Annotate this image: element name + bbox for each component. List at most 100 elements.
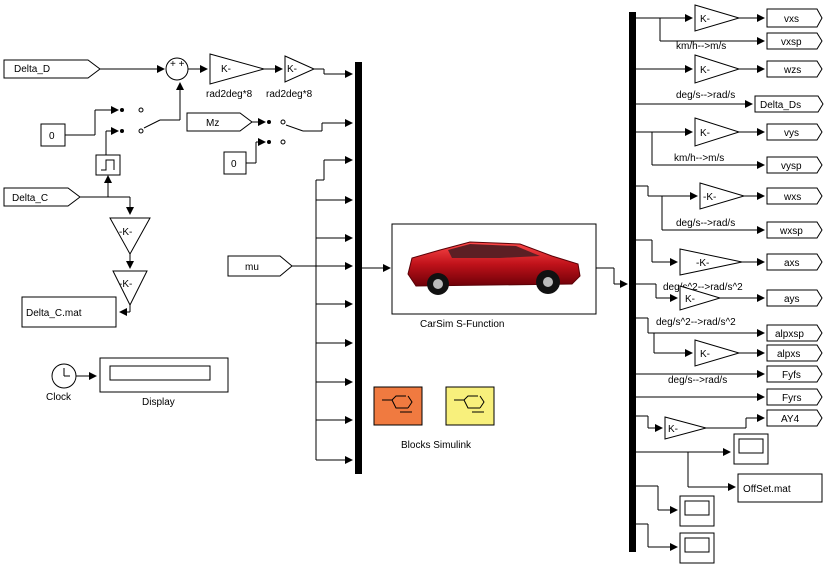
outport-vxs[interactable]: vxs <box>766 8 823 28</box>
gain-wxs[interactable]: -K- <box>699 182 746 210</box>
gain-label-degs2-rads2-1: deg/s^2-->rad/s^2 <box>663 282 743 293</box>
outport-label: wxsp <box>779 226 803 237</box>
outport-label: vxs <box>784 14 799 25</box>
const-value: 0 <box>49 131 55 142</box>
outport-wxs[interactable]: wxs <box>766 187 823 205</box>
outport-label: wzs <box>783 65 801 76</box>
switch-block-1[interactable] <box>120 107 161 134</box>
gain-wzs[interactable]: K- <box>694 54 741 84</box>
gain-text: K- <box>221 64 231 75</box>
gain-text: K- <box>700 65 710 76</box>
outport-vys[interactable]: vys <box>766 123 823 141</box>
switch-block-2[interactable] <box>267 119 304 145</box>
scope-3[interactable] <box>679 532 715 564</box>
gain-label-degs2-rads2-2: deg/s^2-->rad/s^2 <box>656 317 736 328</box>
gain-label-rad2deg2: rad2deg*8 <box>266 89 313 100</box>
delta-c-label: Delta_C <box>12 193 48 204</box>
mz-label: Mz <box>206 118 219 129</box>
gain-ays[interactable]: K- <box>679 285 722 311</box>
blocks-label: Blocks Simulink <box>401 440 472 451</box>
gain-text: K- <box>685 294 695 305</box>
outport-fyfs[interactable]: Fyfs <box>766 365 823 383</box>
gain-label-kmh-ms-2: km/h-->m/s <box>674 153 724 164</box>
outport-label: vxsp <box>781 37 802 48</box>
gain-rad2deg-2[interactable]: K- <box>284 55 316 83</box>
outport-wzs[interactable]: wzs <box>766 60 823 78</box>
gain-label-degs-rads-3: deg/s-->rad/s <box>668 375 727 386</box>
gain-rad2deg-1[interactable]: K- <box>209 53 266 85</box>
mu-distribution <box>292 156 353 464</box>
outport-label: wxs <box>783 192 801 203</box>
gain-vys[interactable]: K- <box>694 117 741 147</box>
car-image <box>407 241 581 295</box>
outport-vysp[interactable]: vysp <box>766 156 823 174</box>
constant-block-1[interactable]: 0 <box>40 123 66 147</box>
offset-mat-label: OffSet.mat <box>743 484 791 495</box>
to-file-offset[interactable]: OffSet.mat <box>737 473 823 503</box>
clock-block[interactable] <box>51 363 77 389</box>
const-value: 0 <box>231 159 237 170</box>
gain-text: -K- <box>703 192 716 203</box>
gain-text: -K- <box>119 279 132 290</box>
outport-label: Fyrs <box>782 393 801 404</box>
gain-vxs[interactable]: K- <box>694 4 741 32</box>
sum-signs: + + <box>170 59 185 70</box>
outport-alpxs[interactable]: alpxs <box>766 344 823 362</box>
outport-label: vysp <box>781 161 802 172</box>
demux-bar[interactable] <box>629 12 636 552</box>
to-file-delta-c[interactable]: Delta_C.mat <box>21 296 117 328</box>
gain-neg-k-1[interactable]: -K- <box>109 217 151 256</box>
mu-port[interactable]: mu <box>227 255 293 277</box>
outport-wxsp[interactable]: wxsp <box>766 221 823 239</box>
outport-ays[interactable]: ays <box>766 289 823 307</box>
outport-vxsp[interactable]: vxsp <box>766 32 823 50</box>
outport-label: vys <box>784 128 799 139</box>
gain-text: K- <box>287 64 297 75</box>
mz-port[interactable]: Mz <box>186 112 253 132</box>
outport-label: alpxs <box>777 349 800 360</box>
outport-label: axs <box>784 258 800 269</box>
scope-1[interactable] <box>733 433 769 465</box>
gain-text: K- <box>700 128 710 139</box>
step-block[interactable] <box>95 154 121 176</box>
delta-d-label: Delta_D <box>14 64 50 75</box>
carsim-s-function[interactable] <box>391 223 597 315</box>
outport-fyrs[interactable]: Fyrs <box>766 388 823 406</box>
yellow-subsystem-block[interactable] <box>445 386 495 426</box>
carsim-label: CarSim S-Function <box>420 319 504 330</box>
gain-label-rad2deg1: rad2deg*8 <box>206 89 253 100</box>
gain-text: -K- <box>119 227 132 238</box>
gain-alpxs[interactable]: K- <box>694 339 741 367</box>
constant-block-2[interactable]: 0 <box>223 151 247 175</box>
gain-text: K- <box>700 349 710 360</box>
sum-block[interactable]: + + <box>165 57 189 81</box>
mu-label: mu <box>245 262 259 273</box>
display-label: Display <box>142 397 175 408</box>
outport-ay4[interactable]: AY4 <box>766 409 823 427</box>
outport-label: Delta_Ds <box>760 100 801 111</box>
gain-label-kmh-ms-1: km/h-->m/s <box>676 41 726 52</box>
gain-neg-k-2[interactable]: -K- <box>112 270 148 307</box>
outport-axs[interactable]: axs <box>766 253 823 271</box>
orange-subsystem-block[interactable] <box>373 386 423 426</box>
delta-c-port[interactable]: Delta_C <box>3 187 81 207</box>
outport-label: Fyfs <box>782 370 801 381</box>
gain-label-degs-rads-1: deg/s-->rad/s <box>676 90 735 101</box>
gain-text: K- <box>700 14 710 25</box>
outport-label: alpxsp <box>775 329 804 340</box>
outport-label: AY4 <box>781 414 800 425</box>
outport-label: ays <box>784 294 800 305</box>
clock-label: Clock <box>46 392 72 403</box>
outport-delta-ds[interactable]: Delta_Ds <box>754 95 824 113</box>
delta-c-mat-label: Delta_C.mat <box>26 308 82 319</box>
gain-axs[interactable]: -K- <box>679 248 743 276</box>
display-block[interactable] <box>99 357 229 393</box>
gain-label-degs-rads-2: deg/s-->rad/s <box>676 218 735 229</box>
delta-d-port[interactable]: Delta_D <box>3 59 101 79</box>
mux-bar[interactable] <box>355 62 362 474</box>
gain-text: -K- <box>696 258 709 269</box>
outport-alpxsp[interactable]: alpxsp <box>766 324 823 342</box>
gain-ay4[interactable]: K- <box>664 416 708 440</box>
scope-2[interactable] <box>679 495 715 527</box>
